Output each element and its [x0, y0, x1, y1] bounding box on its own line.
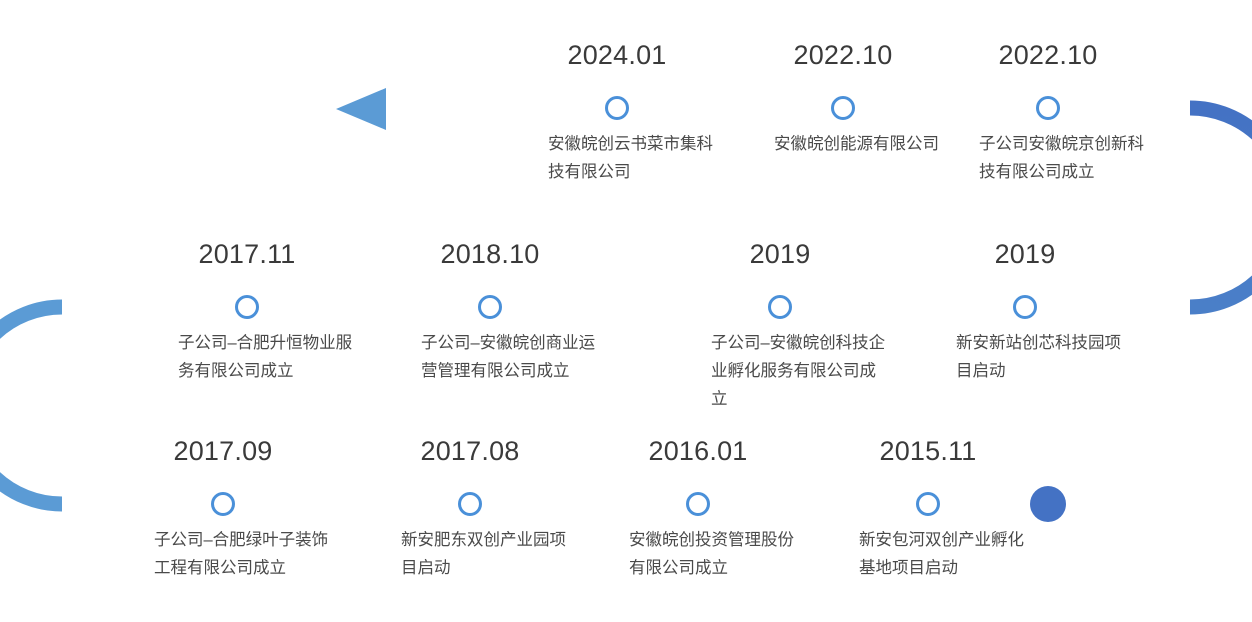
event-description: 安徽皖创投资管理股份有限公司成立 [629, 531, 794, 577]
event-description: 子公司–合肥绿叶子装饰工程有限公司成立 [154, 531, 329, 577]
event-date: 2016.01 [648, 436, 748, 466]
event-description: 子公司–安徽皖创商业运营管理有限公司成立 [421, 334, 596, 380]
timeline-node-dot[interactable] [831, 96, 855, 120]
event-date: 2019 [749, 239, 811, 269]
timeline-node-dot[interactable] [1013, 295, 1037, 319]
event-description: 安徽皖创云书菜市集科技有限公司 [548, 135, 713, 181]
arrow-head-icon [336, 88, 386, 130]
timeline-node-dot[interactable] [686, 492, 710, 516]
event-description: 新安肥东双创产业园项目启动 [401, 531, 566, 577]
event-date: 2022.10 [793, 40, 893, 70]
event-description: 子公司–安徽皖创科技企业孵化服务有限公司成立 [711, 334, 886, 408]
event-description: 子公司–合肥升恒物业服务有限公司成立 [178, 334, 353, 380]
event-date: 2017.11 [198, 239, 296, 269]
event-date: 2015.11 [879, 436, 977, 466]
event-date: 2017.08 [420, 436, 520, 466]
timeline-node-dot[interactable] [211, 492, 235, 516]
event-description: 新安新站创芯科技园项目启动 [956, 334, 1121, 380]
timeline-node-dot[interactable] [458, 492, 482, 516]
timeline-node-dot[interactable] [478, 295, 502, 319]
event-description: 安徽皖创能源有限公司 [774, 135, 939, 153]
timeline-node-dot[interactable] [916, 492, 940, 516]
timeline-node-dot[interactable] [605, 96, 629, 120]
event-date: 2019 [994, 239, 1056, 269]
timeline-node-dot[interactable] [235, 295, 259, 319]
timeline-node-dot[interactable] [1036, 96, 1060, 120]
event-description: 子公司安徽皖京创新科技有限公司成立 [979, 135, 1144, 181]
event-date: 2024.01 [567, 40, 667, 70]
event-date: 2018.10 [440, 239, 540, 269]
timeline-node-dot[interactable] [768, 295, 792, 319]
event-description: 新安包河双创产业孵化基地项目启动 [859, 531, 1024, 577]
event-date: 2017.09 [173, 436, 273, 466]
timeline-end-cap [1030, 486, 1066, 522]
event-date: 2022.10 [998, 40, 1098, 70]
